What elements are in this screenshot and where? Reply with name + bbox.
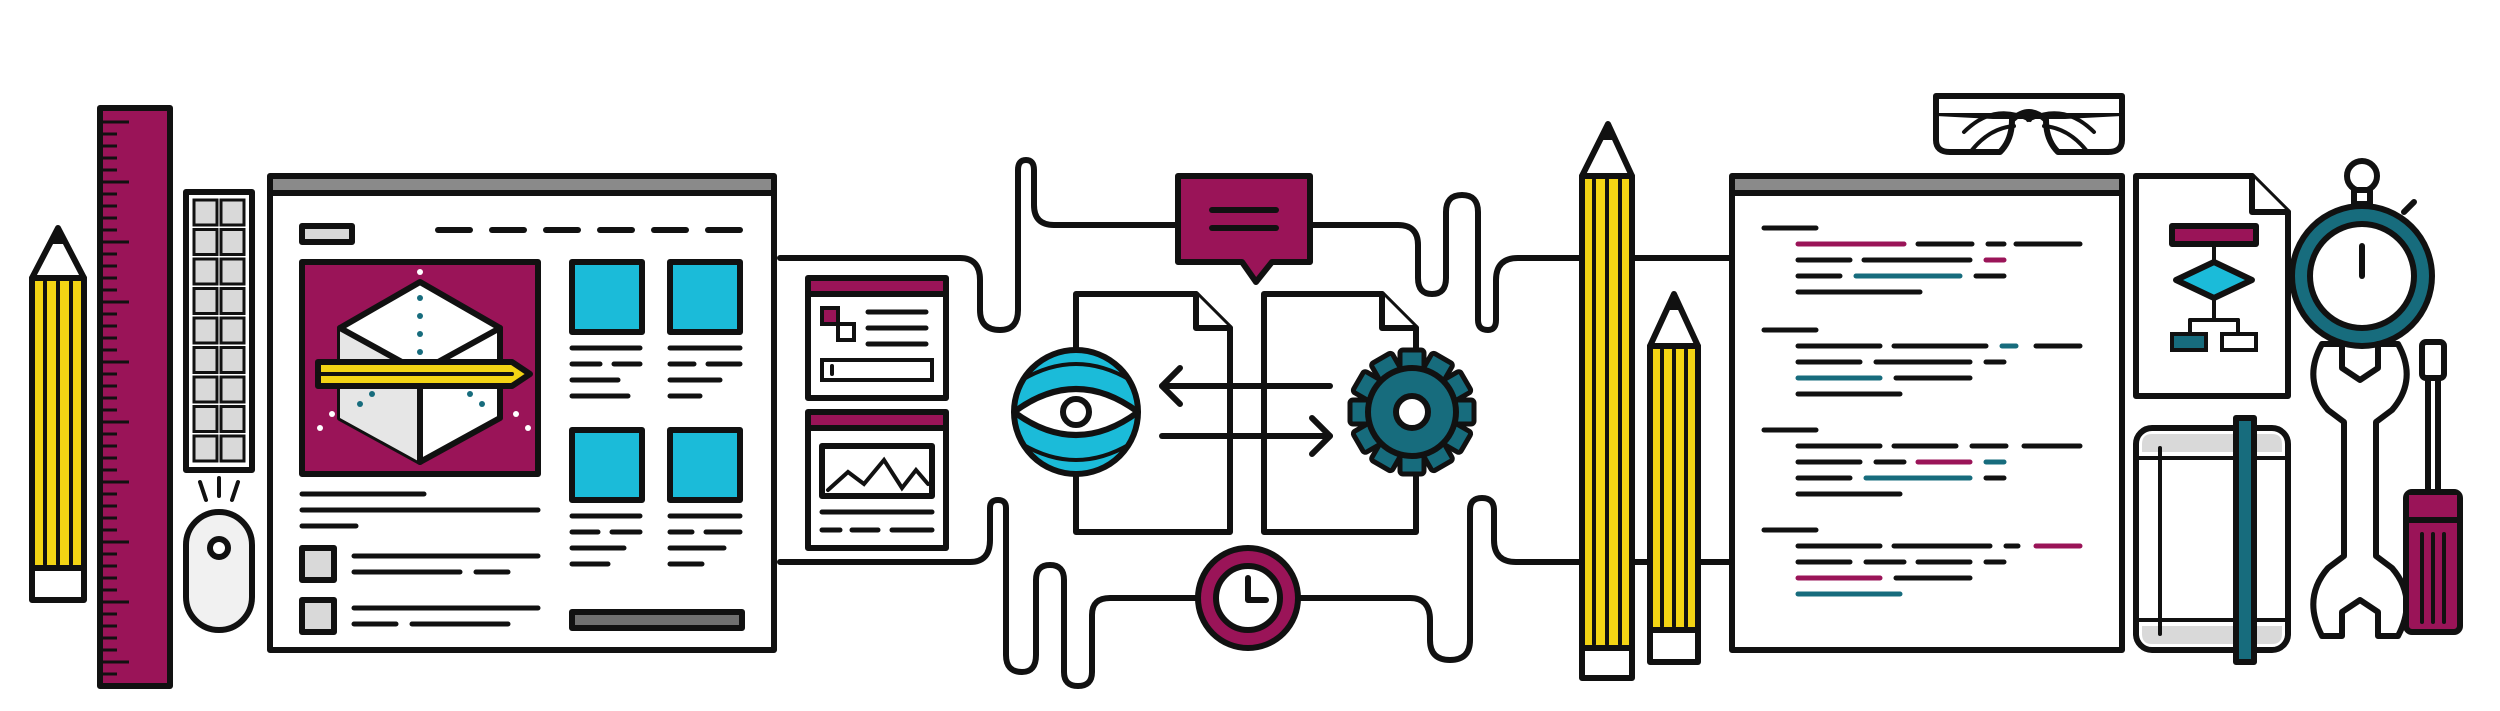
glasses-icon (1933, 93, 2125, 155)
keypad-icon (183, 189, 255, 473)
keypad-key (219, 228, 246, 256)
keypad-key (192, 346, 219, 374)
screwdriver-icon (2403, 339, 2463, 635)
keypad-key (192, 198, 219, 227)
speech-bubble-icon (1175, 173, 1313, 285)
swap-arrows-icon (1159, 365, 1333, 457)
flowchart-document-icon (2133, 173, 2291, 399)
code-editor-window (1729, 173, 2125, 653)
clock-icon (1195, 545, 1301, 651)
ruler-ticks (103, 120, 129, 676)
ui-card-icon (805, 275, 949, 401)
pencil-icon (29, 225, 87, 603)
cube-pencil-icon (299, 259, 541, 477)
keypad-key (192, 228, 219, 256)
pencil-icon (1579, 121, 1635, 681)
keypad-key (219, 257, 246, 286)
keypad-key (192, 405, 219, 433)
notebook-icon (2133, 415, 2291, 665)
keypad-key (219, 198, 246, 227)
keypad-key (192, 257, 219, 286)
ruler-icon (97, 105, 173, 689)
keypad-key (219, 287, 246, 315)
keypad-key (192, 434, 219, 463)
keypad-key (219, 434, 246, 463)
image-placeholder-grid (569, 259, 743, 567)
keypad-key (219, 316, 246, 345)
design-wireframe-window (267, 173, 777, 653)
keypad-key (192, 287, 219, 315)
code-lines (1761, 225, 2083, 597)
keypad-key (219, 346, 246, 374)
checkbox-rows (299, 545, 541, 635)
image-card-icon (805, 409, 949, 551)
mouse-icon (183, 476, 255, 633)
keypad-keys (192, 198, 246, 463)
keypad-key (192, 316, 219, 345)
keypad-key (219, 375, 246, 404)
gear-icon (1347, 347, 1477, 477)
stopwatch-icon (2289, 158, 2435, 349)
pencil-icon (1647, 291, 1701, 665)
eye-icon (1011, 347, 1141, 477)
body-text-lines (299, 491, 541, 529)
document-icon (1073, 291, 1233, 535)
wrench-icon (2310, 341, 2410, 639)
keypad-key (192, 375, 219, 404)
keypad-key (219, 405, 246, 433)
